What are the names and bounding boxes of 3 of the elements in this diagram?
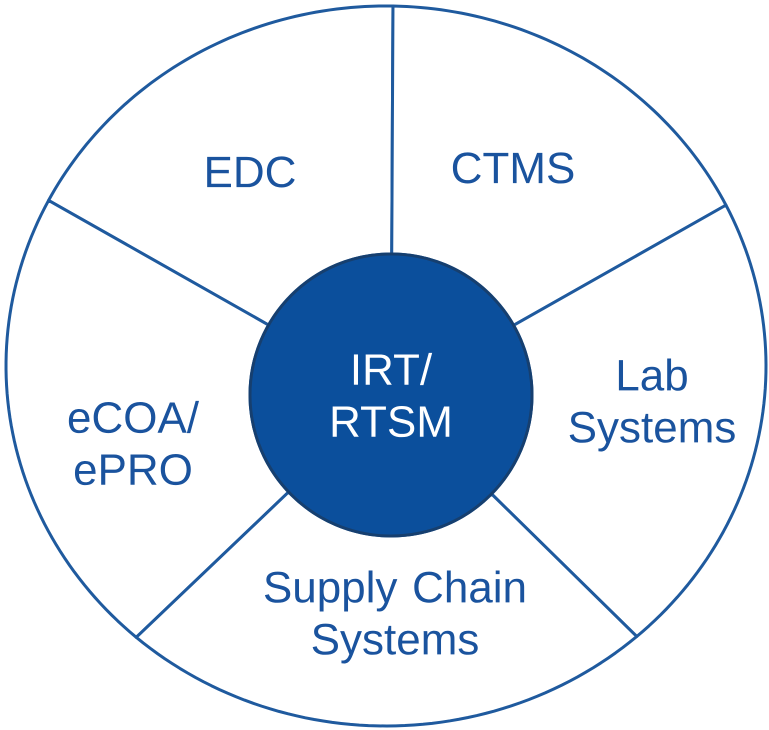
wheel-segment: Supply Chain Systems	[134, 490, 638, 728]
wheel-segment: EDC	[47, 4, 394, 327]
wheel-segment: CTMS	[390, 4, 728, 327]
